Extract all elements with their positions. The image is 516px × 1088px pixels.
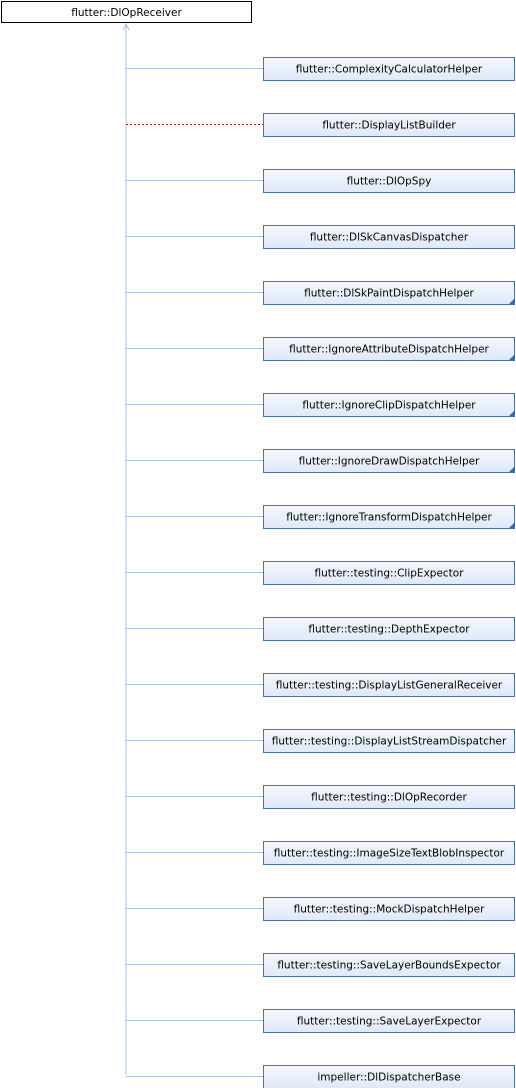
derived-class-box[interactable] xyxy=(263,729,515,753)
derived-class-box[interactable] xyxy=(263,449,515,473)
more-subclasses-marker xyxy=(508,522,515,529)
derived-class-node[interactable]: flutter::testing::DisplayListGeneralRece… xyxy=(126,673,515,697)
derived-class-box[interactable] xyxy=(263,57,515,81)
derived-class-label[interactable]: flutter::IgnoreAttributeDispatchHelper xyxy=(289,344,489,356)
derived-class-node[interactable]: flutter::testing::ImageSizeTextBlobInspe… xyxy=(126,841,515,865)
derived-class-label[interactable]: flutter::DisplayListBuilder xyxy=(322,120,456,132)
derived-class-node[interactable]: flutter::IgnoreDrawDispatchHelper xyxy=(126,449,515,473)
derived-class-node[interactable]: flutter::IgnoreAttributeDispatchHelper xyxy=(126,337,515,361)
derived-class-box[interactable] xyxy=(263,673,515,697)
derived-class-box[interactable] xyxy=(263,785,515,809)
base-class-label[interactable]: flutter::DlOpReceiver xyxy=(71,7,182,19)
derived-class-box[interactable] xyxy=(263,281,515,305)
derived-class-label[interactable]: flutter::DlSkPaintDispatchHelper xyxy=(304,288,474,300)
more-subclasses-marker xyxy=(508,410,515,417)
derived-class-box[interactable] xyxy=(263,113,515,137)
more-subclasses-marker xyxy=(508,466,515,473)
derived-class-label[interactable]: flutter::testing::ClipExpector xyxy=(314,568,464,580)
derived-class-node[interactable]: flutter::testing::ClipExpector xyxy=(126,561,515,585)
inheritance-arrowhead xyxy=(122,22,130,31)
derived-class-node[interactable]: flutter::IgnoreTransformDispatchHelper xyxy=(126,505,515,529)
derived-class-node[interactable]: flutter::IgnoreClipDispatchHelper xyxy=(126,393,515,417)
base-class-node[interactable]: flutter::DlOpReceiver xyxy=(1,1,252,23)
derived-class-box[interactable] xyxy=(263,897,515,921)
derived-class-node[interactable]: flutter::DlSkPaintDispatchHelper xyxy=(126,281,515,305)
derived-class-label[interactable]: flutter::DlOpSpy xyxy=(347,176,432,188)
derived-class-box[interactable] xyxy=(263,1065,515,1088)
derived-class-node[interactable]: flutter::testing::SaveLayerBoundsExpecto… xyxy=(126,953,515,977)
derived-class-node[interactable]: flutter::DlOpSpy xyxy=(126,169,515,193)
derived-class-box[interactable] xyxy=(263,1009,515,1033)
derived-class-label[interactable]: flutter::IgnoreDrawDispatchHelper xyxy=(299,456,480,468)
derived-class-box[interactable] xyxy=(263,393,515,417)
derived-classes: flutter::ComplexityCalculatorHelperflutt… xyxy=(126,57,515,1088)
derived-class-box[interactable] xyxy=(263,953,515,977)
derived-class-label[interactable]: flutter::testing::SaveLayerExpector xyxy=(297,1016,482,1028)
more-subclasses-marker xyxy=(508,298,515,305)
derived-class-node[interactable]: flutter::testing::DepthExpector xyxy=(126,617,515,641)
derived-class-label[interactable]: impeller::DlDispatcherBase xyxy=(317,1072,460,1084)
derived-class-node[interactable]: flutter::DisplayListBuilder xyxy=(126,113,515,137)
derived-class-box[interactable] xyxy=(263,169,515,193)
derived-class-label[interactable]: flutter::testing::ImageSizeTextBlobInspe… xyxy=(274,848,505,860)
derived-class-label[interactable]: flutter::testing::DepthExpector xyxy=(308,624,470,636)
derived-class-label[interactable]: flutter::testing::SaveLayerBoundsExpecto… xyxy=(277,960,501,972)
derived-class-label[interactable]: flutter::testing::MockDispatchHelper xyxy=(294,904,485,916)
derived-class-node[interactable]: flutter::testing::MockDispatchHelper xyxy=(126,897,515,921)
derived-class-label[interactable]: flutter::ComplexityCalculatorHelper xyxy=(296,64,483,76)
derived-class-label[interactable]: flutter::IgnoreTransformDispatchHelper xyxy=(286,512,492,524)
derived-class-box[interactable] xyxy=(263,225,515,249)
derived-class-node[interactable]: flutter::DlSkCanvasDispatcher xyxy=(126,225,515,249)
derived-class-box[interactable] xyxy=(263,617,515,641)
derived-class-node[interactable]: flutter::ComplexityCalculatorHelper xyxy=(126,57,515,81)
derived-class-box[interactable] xyxy=(263,841,515,865)
derived-class-box[interactable] xyxy=(263,505,515,529)
derived-class-label[interactable]: flutter::testing::DlOpRecorder xyxy=(311,792,467,804)
derived-class-label[interactable]: flutter::IgnoreClipDispatchHelper xyxy=(302,400,476,412)
derived-class-node[interactable]: impeller::DlDispatcherBase xyxy=(126,1065,515,1088)
derived-class-label[interactable]: flutter::testing::DisplayListGeneralRece… xyxy=(276,680,503,692)
derived-class-label[interactable]: flutter::DlSkCanvasDispatcher xyxy=(310,232,469,244)
derived-class-node[interactable]: flutter::testing::DlOpRecorder xyxy=(126,785,515,809)
derived-class-node[interactable]: flutter::testing::DisplayListStreamDispa… xyxy=(126,729,515,753)
derived-class-box[interactable] xyxy=(263,561,515,585)
derived-class-box[interactable] xyxy=(263,337,515,361)
derived-class-node[interactable]: flutter::testing::SaveLayerExpector xyxy=(126,1009,515,1033)
derived-class-label[interactable]: flutter::testing::DisplayListStreamDispa… xyxy=(272,736,507,748)
base-class-box[interactable] xyxy=(1,1,252,23)
more-subclasses-marker xyxy=(508,354,515,361)
